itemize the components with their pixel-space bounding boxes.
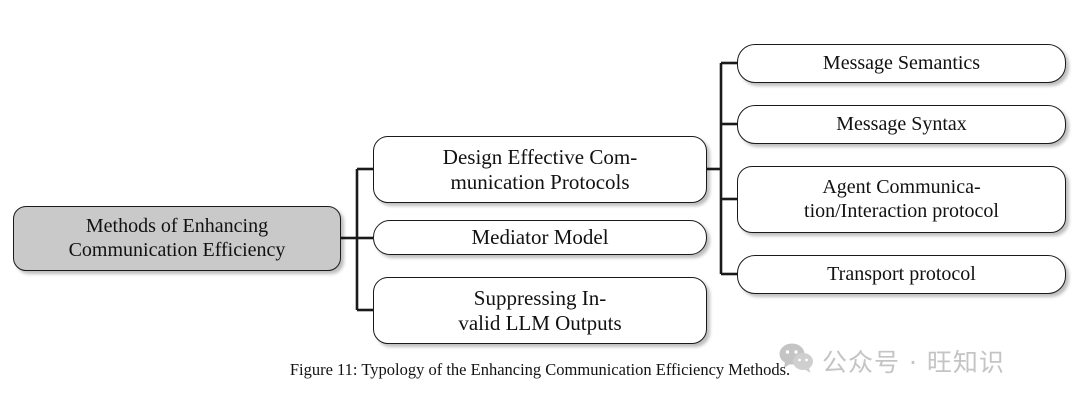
- watermark: 公众号 · 旺知识: [779, 343, 1005, 379]
- node-label: Message Semantics: [822, 51, 981, 74]
- wechat-icon: [779, 343, 815, 379]
- node-message-semantics[interactable]: Message Semantics: [737, 44, 1066, 83]
- node-design-effective-communication-protocols[interactable]: Design Effective Com- munication Protoco…: [373, 136, 707, 203]
- node-root[interactable]: Methods of Enhancing Communication Effic…: [13, 206, 341, 271]
- node-label: Agent Communica- tion/Interaction protoc…: [804, 176, 999, 222]
- node-message-syntax[interactable]: Message Syntax: [737, 105, 1066, 144]
- node-root-label: Methods of Enhancing Communication Effic…: [68, 215, 286, 261]
- node-mediator-model[interactable]: Mediator Model: [373, 220, 707, 255]
- node-label: Suppressing In- valid LLM Outputs: [458, 286, 622, 335]
- node-label: Message Syntax: [836, 112, 967, 135]
- node-suppressing-invalid-llm-outputs[interactable]: Suppressing In- valid LLM Outputs: [373, 277, 707, 344]
- node-agent-communication-interaction-protocol[interactable]: Agent Communica- tion/Interaction protoc…: [737, 166, 1066, 233]
- watermark-text: 公众号 · 旺知识: [822, 348, 1005, 377]
- node-label: Transport protocol: [827, 262, 976, 285]
- figure-caption: Figure 11: Typology of the Enhancing Com…: [289, 360, 791, 379]
- node-label: Mediator Model: [471, 225, 609, 250]
- node-transport-protocol[interactable]: Transport protocol: [737, 255, 1066, 294]
- node-label: Design Effective Com- munication Protoco…: [442, 145, 638, 194]
